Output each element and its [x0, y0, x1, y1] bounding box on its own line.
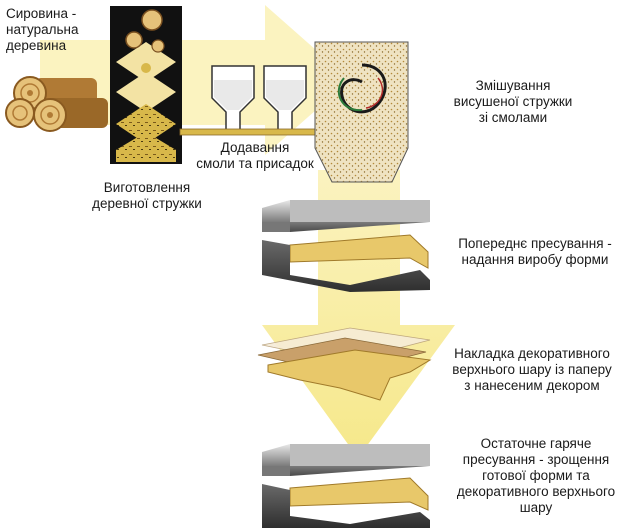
label-pre-pressing: Попереднє пресування - надання виробу фо…	[458, 236, 612, 267]
resin-containers-icon	[179, 65, 321, 136]
logs-icon	[5, 76, 108, 132]
label-chip-production: Виготовлення деревної стружки	[92, 180, 202, 211]
label-mixing: Змішування висушеної стружки зі смолами	[453, 78, 573, 125]
chipper-machine-icon	[110, 6, 182, 164]
label-overlay: Накладка декоративного верхнього шару із…	[452, 346, 612, 393]
pre-press-icon	[262, 200, 430, 292]
overlay-paper-icon	[257, 327, 432, 401]
label-raw-material: Сировина - натуральна деревина	[6, 6, 79, 53]
label-additives: Додавання смоли та присадок	[196, 140, 314, 171]
vertical-flow-arrow	[262, 170, 455, 458]
label-final-pressing: Остаточне гаряче пресування - зрощення г…	[456, 436, 616, 515]
final-press-icon	[262, 444, 430, 528]
mixer-icon	[314, 41, 409, 183]
